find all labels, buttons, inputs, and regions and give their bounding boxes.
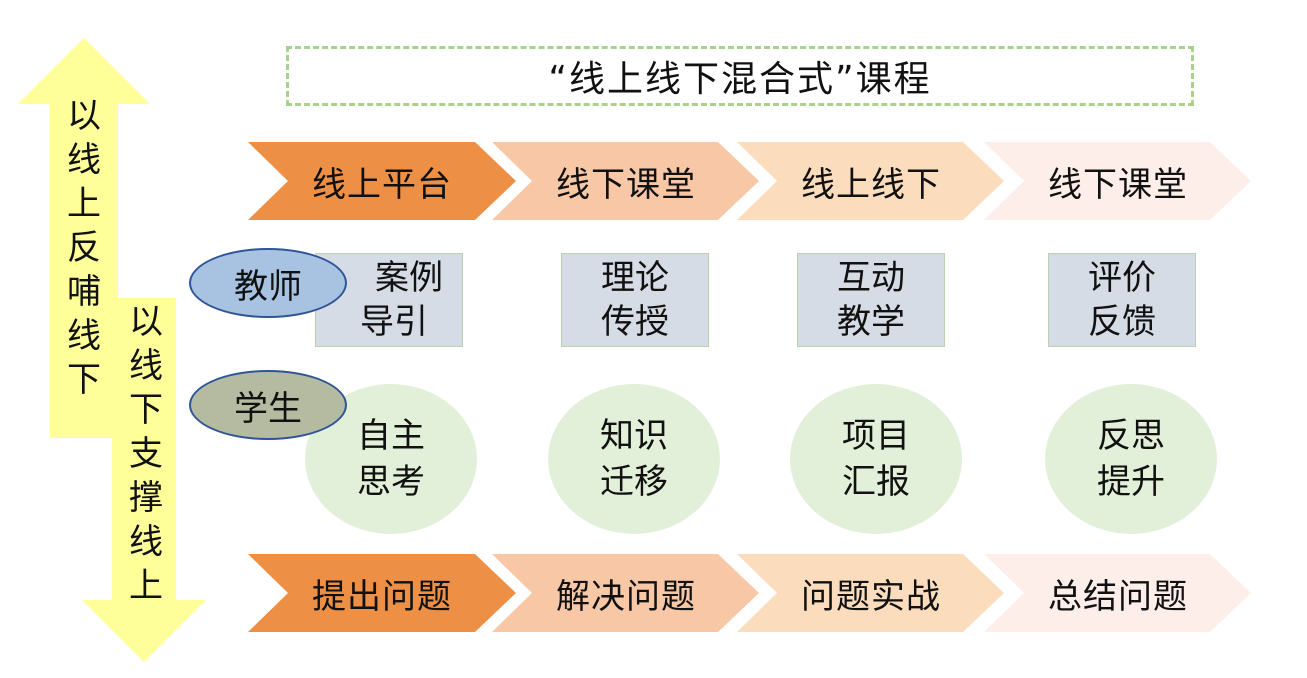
bottom-chevron-4 bbox=[984, 554, 1251, 632]
up-arrow-text: 以线上反哺线下 bbox=[67, 96, 101, 400]
student-circle-3-line1: 项目 bbox=[842, 416, 910, 456]
down-arrow bbox=[82, 298, 206, 662]
top-chevron-2 bbox=[492, 142, 759, 220]
student-role-oval: 学生 bbox=[189, 370, 347, 440]
teacher-card-2-line1: 理论 bbox=[601, 258, 669, 298]
bottom-chevron-3 bbox=[737, 554, 1004, 632]
student-circle-4-line2: 提升 bbox=[1097, 462, 1165, 502]
teacher-card-1-line2: 导引 bbox=[360, 302, 428, 342]
bottom-chevron-label-3: 问题实战 bbox=[801, 576, 941, 617]
bottom-chevron-label-2: 解决问题 bbox=[556, 576, 696, 617]
student-circle-2-line1: 知识 bbox=[600, 416, 668, 456]
teacher-card-4-line1: 评价 bbox=[1088, 258, 1156, 298]
bottom-chevron-1 bbox=[248, 554, 516, 632]
teacher-role-oval: 教师 bbox=[189, 248, 347, 318]
student-circle-4-line1: 反思 bbox=[1097, 416, 1165, 456]
teacher-card-2-line2: 传授 bbox=[601, 302, 669, 342]
teacher-card-4-line2: 反馈 bbox=[1088, 302, 1156, 342]
student-circle-4: 反思 提升 bbox=[1045, 384, 1217, 534]
down-arrow-text: 以线下支撑线上 bbox=[129, 302, 163, 606]
student-circle-1-line1: 自主 bbox=[357, 416, 425, 456]
teacher-card-3: 互动 教学 bbox=[797, 253, 945, 347]
top-chevron-label-4: 线下课堂 bbox=[1048, 164, 1188, 205]
top-chevron-1 bbox=[248, 142, 516, 220]
bottom-chevron-2 bbox=[492, 554, 759, 632]
teacher-card-3-line2: 教学 bbox=[837, 302, 905, 342]
teacher-card-4: 评价 反馈 bbox=[1048, 253, 1196, 347]
top-chevron-3 bbox=[737, 142, 1004, 220]
student-circle-2: 知识 迁移 bbox=[548, 384, 720, 534]
student-circle-3-line2: 汇报 bbox=[842, 462, 910, 502]
student-circle-2-line2: 迁移 bbox=[600, 462, 668, 502]
top-chevron-label-3: 线上线下 bbox=[801, 164, 941, 205]
bottom-chevron-label-4: 总结问题 bbox=[1048, 576, 1188, 617]
student-circle-3: 项目 汇报 bbox=[790, 384, 962, 534]
top-chevron-4 bbox=[984, 142, 1251, 220]
diagram-title: “线上线下混合式”课程 bbox=[286, 46, 1194, 106]
student-circle-1-line2: 思考 bbox=[357, 462, 425, 502]
teacher-card-3-line1: 互动 bbox=[837, 258, 905, 298]
teacher-card-2: 理论 传授 bbox=[561, 253, 709, 347]
top-chevron-label-2: 线下课堂 bbox=[556, 164, 696, 205]
bottom-chevron-label-1: 提出问题 bbox=[312, 576, 452, 617]
top-chevron-label-1: 线上平台 bbox=[312, 164, 452, 205]
teacher-card-1-line1: 案例 bbox=[375, 258, 443, 298]
